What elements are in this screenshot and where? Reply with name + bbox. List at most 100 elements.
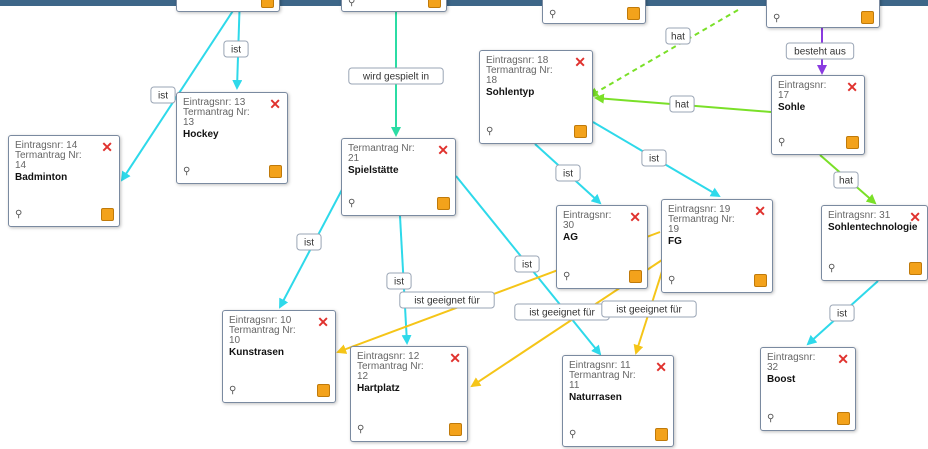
- orange-square-icon[interactable]: [269, 165, 282, 178]
- edge-label: besteht aus: [794, 47, 846, 58]
- tree-icon[interactable]: ⚲: [357, 424, 365, 435]
- orange-square-icon[interactable]: [428, 0, 441, 8]
- edge-line[interactable]: [534, 143, 602, 205]
- close-icon[interactable]: ✕: [655, 359, 667, 375]
- tree-icon[interactable]: ⚲: [668, 275, 676, 286]
- orange-square-icon[interactable]: [629, 270, 642, 283]
- edge-label-box: [833, 171, 859, 189]
- edge-label-box: [669, 95, 695, 113]
- tree-icon[interactable]: ⚲: [183, 166, 191, 177]
- orange-square-icon[interactable]: [655, 428, 668, 441]
- edge-label-box: [555, 164, 581, 182]
- node-meta: Eintragsnr: 10 Termantrag Nr: 10: [229, 315, 296, 346]
- tree-icon[interactable]: ⚲: [348, 0, 356, 8]
- close-icon[interactable]: ✕: [754, 203, 766, 219]
- tree-icon[interactable]: ⚲: [15, 209, 23, 220]
- node-title: Sohlentyp: [486, 87, 535, 98]
- orange-square-icon[interactable]: [837, 412, 850, 425]
- close-icon[interactable]: ✕: [837, 351, 849, 367]
- edge-label-box: [785, 42, 855, 60]
- edge-line[interactable]: [592, 121, 721, 198]
- orange-square-icon[interactable]: [574, 125, 587, 138]
- orange-square-icon[interactable]: [317, 384, 330, 397]
- node-meta: Eintragsnr: 18 Termantrag Nr: 18: [486, 55, 553, 86]
- edge-line[interactable]: [279, 183, 346, 309]
- tree-icon[interactable]: ⚲: [549, 9, 557, 20]
- edge-label-box: [223, 40, 249, 58]
- node-meta: Eintragsnr: 11 Termantrag Nr: 11: [569, 360, 636, 391]
- orange-square-icon[interactable]: [754, 274, 767, 287]
- edge-label-box: [514, 255, 540, 273]
- tree-icon[interactable]: ⚲: [563, 271, 571, 282]
- edge-label: hat: [839, 176, 853, 187]
- node-title: Hockey: [183, 129, 219, 140]
- tree-icon[interactable]: ⚲: [778, 137, 786, 148]
- close-icon[interactable]: ✕: [449, 350, 461, 366]
- orange-square-icon[interactable]: [101, 208, 114, 221]
- edge-line[interactable]: [819, 154, 877, 205]
- edge-label: ist: [837, 309, 847, 320]
- orange-square-icon[interactable]: [909, 262, 922, 275]
- close-icon[interactable]: ✕: [574, 54, 586, 70]
- edge-label-box: [348, 67, 444, 85]
- tree-icon[interactable]: ⚲: [569, 429, 577, 440]
- orange-square-icon[interactable]: [261, 0, 274, 8]
- node-meta: Eintragsnr: 13 Termantrag Nr: 13: [183, 97, 250, 128]
- node-top1[interactable]: [176, 0, 280, 12]
- close-icon[interactable]: ✕: [269, 96, 281, 112]
- node-top3[interactable]: ⚲: [542, 0, 646, 24]
- edge-label: hat: [675, 100, 689, 111]
- orange-square-icon[interactable]: [861, 11, 874, 24]
- top-toolbar: [0, 0, 928, 6]
- node-meta: Eintragsnr: 32: [767, 352, 816, 373]
- close-icon[interactable]: ✕: [846, 79, 858, 95]
- orange-square-icon[interactable]: [449, 423, 462, 436]
- node-title: AG: [563, 232, 578, 243]
- edge-label-box: [399, 291, 495, 309]
- edge-line[interactable]: [399, 215, 412, 345]
- edge-label-box: [514, 303, 610, 321]
- edge-line[interactable]: [594, 93, 772, 113]
- node-meta: Eintragsnr: 19 Termantrag Nr: 19: [668, 204, 735, 235]
- tree-icon[interactable]: ⚲: [486, 126, 494, 137]
- node-meta: Eintragsnr: 30: [563, 210, 612, 231]
- node-top4[interactable]: ⚲: [766, 0, 880, 28]
- node-title: Kunstrasen: [229, 347, 285, 358]
- node-title: Sohle: [778, 102, 806, 113]
- node-meta: Termantrag Nr: 21: [348, 143, 415, 164]
- close-icon[interactable]: ✕: [317, 314, 329, 330]
- node-meta: Eintragsnr: 17: [778, 80, 827, 101]
- close-icon[interactable]: ✕: [437, 142, 449, 158]
- edge-label-box: [641, 149, 667, 167]
- tree-icon[interactable]: ⚲: [229, 385, 237, 396]
- edge-label: ist: [649, 154, 659, 165]
- node-title: FG: [668, 236, 682, 247]
- node-title: Naturrasen: [569, 392, 622, 403]
- tree-icon[interactable]: ⚲: [348, 198, 356, 209]
- node-top2[interactable]: ⚲: [341, 0, 447, 12]
- edge-line[interactable]: [806, 280, 879, 346]
- tree-icon[interactable]: ⚲: [773, 13, 781, 24]
- orange-square-icon[interactable]: [846, 136, 859, 149]
- orange-square-icon[interactable]: [437, 197, 450, 210]
- close-icon[interactable]: ✕: [629, 209, 641, 225]
- tree-icon[interactable]: ⚲: [828, 263, 836, 274]
- orange-square-icon[interactable]: [627, 7, 640, 20]
- close-icon[interactable]: ✕: [909, 209, 921, 225]
- edge-line[interactable]: [232, 0, 243, 90]
- edge-label: ist geeignet für: [414, 296, 480, 307]
- tree-icon[interactable]: ⚲: [767, 413, 775, 424]
- close-icon[interactable]: ✕: [101, 139, 113, 155]
